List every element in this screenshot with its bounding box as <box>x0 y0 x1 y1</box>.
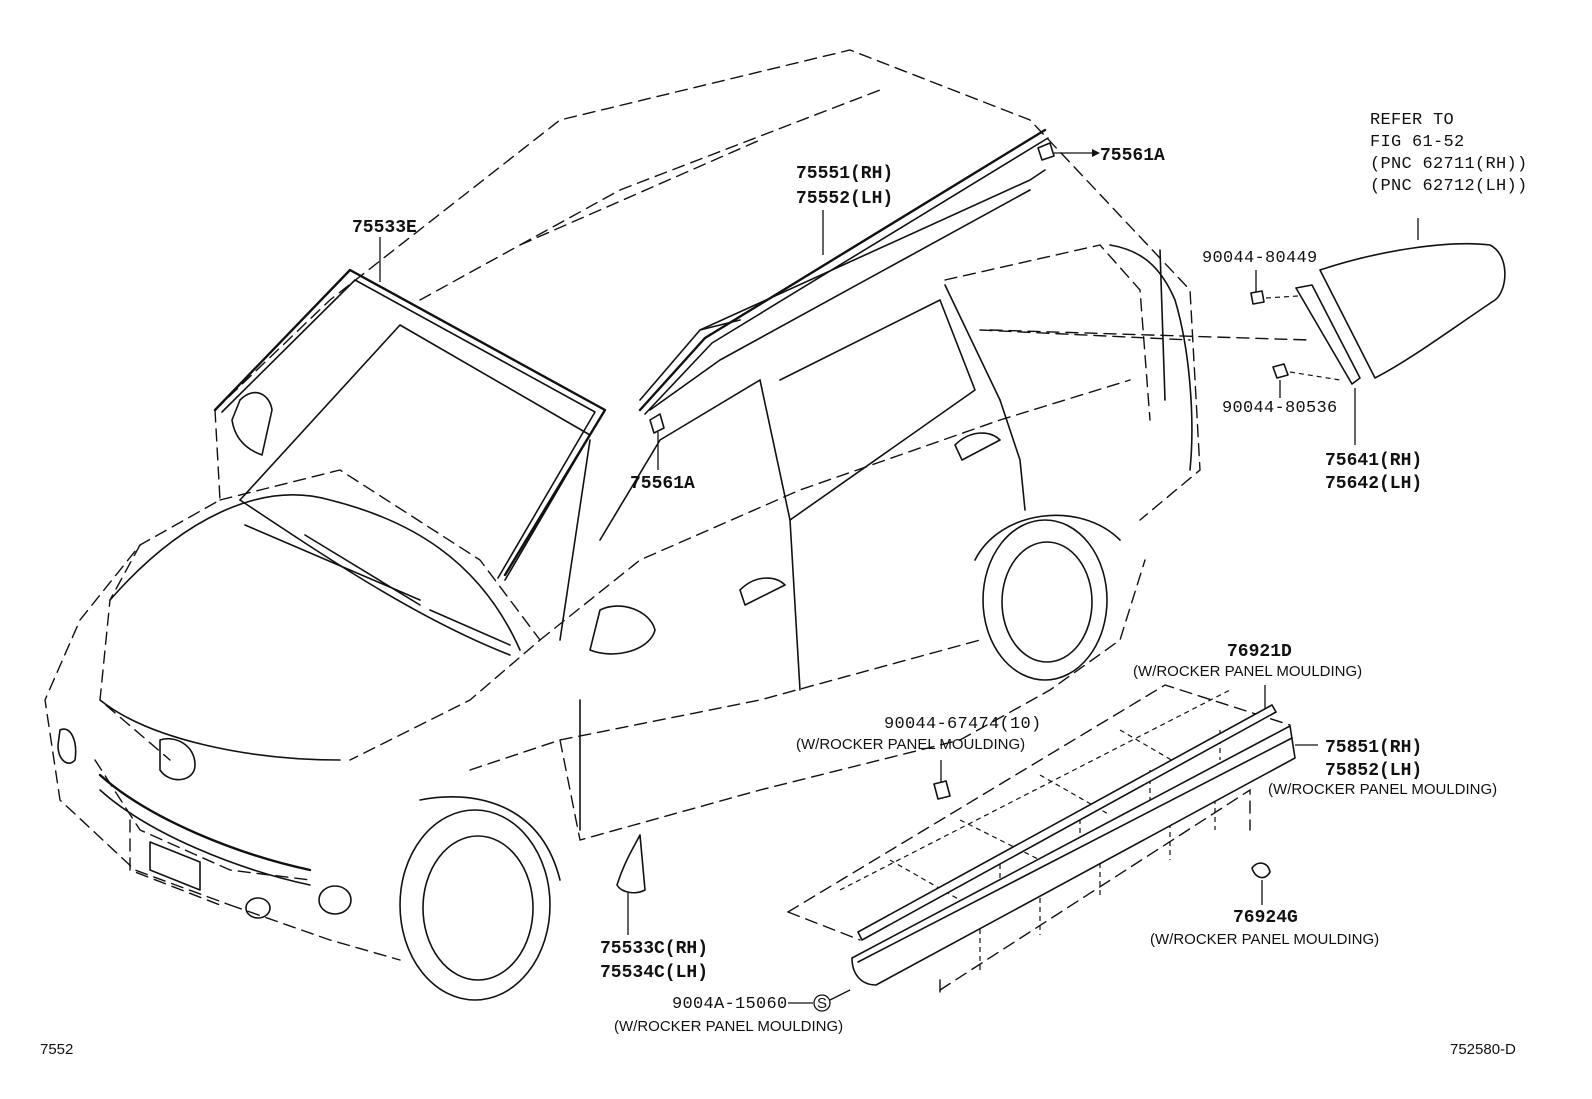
roof-drip-moulding-75551 <box>638 128 1049 415</box>
label-75534C: 75534C(LH) <box>600 963 708 983</box>
quarter-glass <box>1319 218 1506 379</box>
note-90044-67474: (W/ROCKER PANEL MOULDING) <box>796 736 1025 753</box>
label-75533C: 75533C(RH) <box>600 939 708 959</box>
note-9004A-15060: (W/ROCKER PANEL MOULDING) <box>614 1018 843 1035</box>
clip-75561A-top <box>1037 142 1100 161</box>
note-7585x: (W/ROCKER PANEL MOULDING) <box>1268 781 1497 798</box>
label-90044-67474: 90044-67474(10) <box>884 715 1042 734</box>
label-76921D: 76921D <box>1227 642 1292 662</box>
label-75852: 75852(LH) <box>1325 761 1422 781</box>
note-76921D: (W/ROCKER PANEL MOULDING) <box>1133 663 1362 680</box>
windshield-moulding-75533E <box>213 237 607 579</box>
clip-75561A-mid <box>649 413 665 470</box>
clip-90044-80449 <box>1250 270 1299 305</box>
quarter-moulding-75641 <box>1295 284 1361 445</box>
label-75533E: 75533E <box>352 218 417 238</box>
label-90044-80536: 90044-80536 <box>1222 399 1338 418</box>
footer-right-code: 752580-D <box>1450 1041 1516 1058</box>
vehicle-body-outline <box>44 49 1311 961</box>
label-90044-80449: 90044-80449 <box>1202 249 1318 268</box>
clip-90044-80536 <box>1272 363 1341 398</box>
refer-line-4: (PNC 62712(LH)) <box>1370 177 1528 196</box>
label-75851: 75851(RH) <box>1325 738 1422 758</box>
note-76924G: (W/ROCKER PANEL MOULDING) <box>1150 931 1379 948</box>
label-75641: 75641(RH) <box>1325 451 1422 471</box>
refer-line-3: (PNC 62711(RH)) <box>1370 155 1528 174</box>
label-75552: 75552(LH) <box>796 189 893 209</box>
part-labels: 75533E 75551(RH) 75552(LH) 75561A 75561A… <box>40 111 1528 1058</box>
rocker-panel-assembly <box>787 684 1318 1012</box>
vehicle-body-solid <box>57 169 1193 1001</box>
screw-symbol: S <box>817 995 827 1012</box>
label-75561A-mid: 75561A <box>630 474 695 494</box>
refer-line-2: FIG 61-52 <box>1370 133 1465 152</box>
refer-line-1: REFER TO <box>1370 111 1454 130</box>
label-75551: 75551(RH) <box>796 164 893 184</box>
label-9004A-15060: 9004A-15060 <box>672 995 788 1014</box>
label-76924G: 76924G <box>1233 908 1298 928</box>
mudguard-75533C <box>616 834 646 935</box>
label-75561A-top: 75561A <box>1100 146 1165 166</box>
footer-left-code: 7552 <box>40 1041 73 1058</box>
label-75642: 75642(LH) <box>1325 474 1422 494</box>
